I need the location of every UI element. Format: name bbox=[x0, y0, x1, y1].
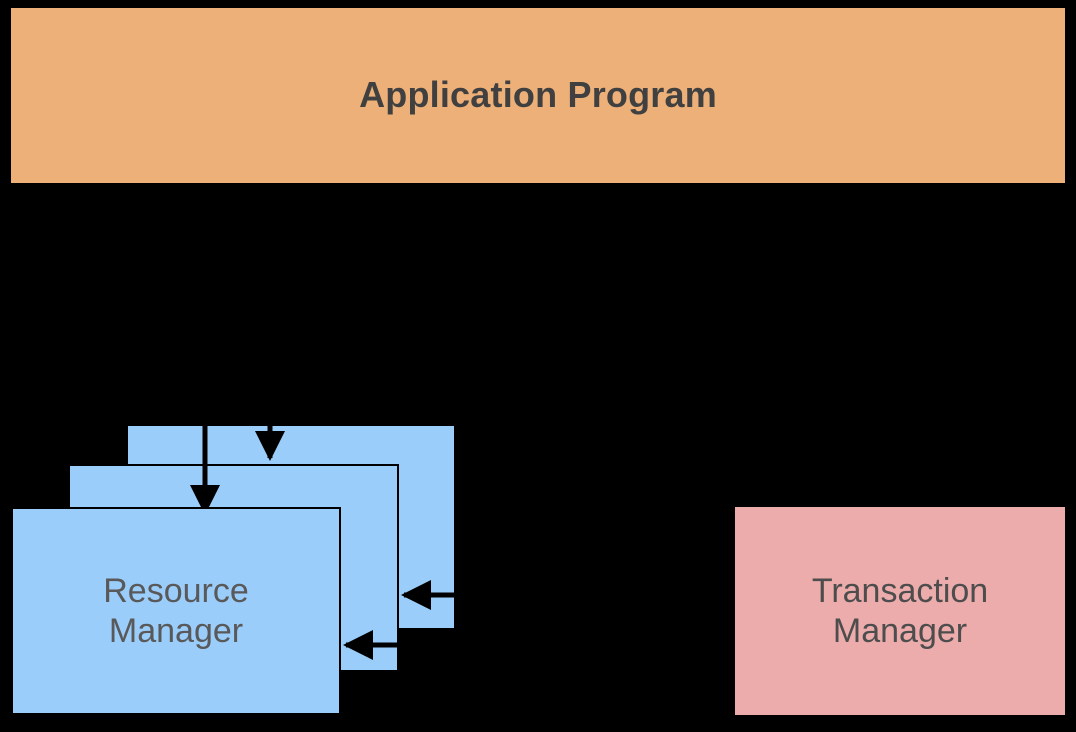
node-application-program[interactable]: Application Program bbox=[11, 8, 1065, 183]
transaction-manager-label: Transaction Manager bbox=[811, 571, 989, 650]
node-transaction-manager[interactable]: Transaction Manager bbox=[735, 507, 1065, 715]
application-program-label: Application Program bbox=[359, 74, 717, 116]
resource-manager-label: Resource Manager bbox=[103, 571, 249, 650]
node-resource-manager-front[interactable]: Resource Manager bbox=[11, 507, 341, 715]
